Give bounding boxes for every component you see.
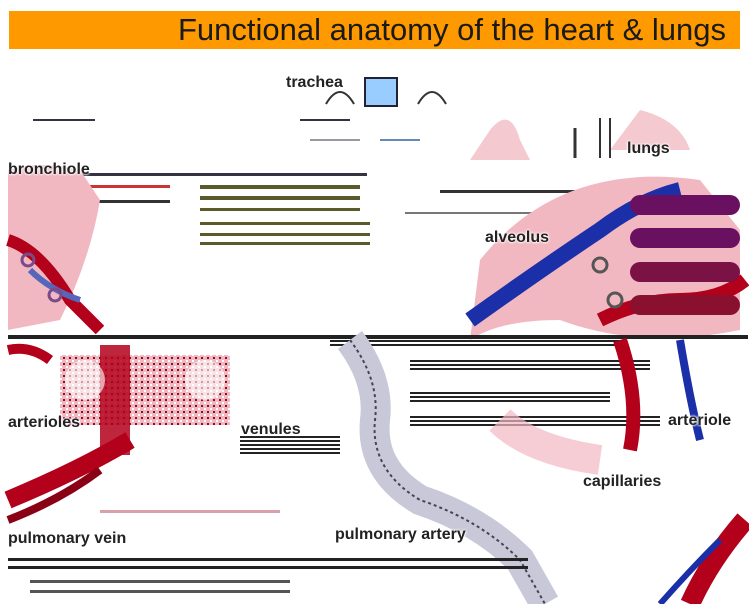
- alveolus-cluster: [470, 177, 745, 340]
- label-lungs: lungs: [627, 140, 670, 158]
- label-arterioles: arterioles: [8, 414, 80, 432]
- label-pulmonary-vein: pulmonary vein: [8, 530, 126, 548]
- label-capillaries: capillaries: [583, 473, 661, 491]
- label-trachea: trachea: [286, 74, 343, 92]
- left-lung-tissue: [8, 165, 100, 330]
- label-pulmonary-artery: pulmonary artery: [335, 526, 466, 544]
- label-arteriole: arteriole: [668, 412, 731, 430]
- label-bronchiole: bronchiole: [8, 161, 90, 179]
- label-alveolus: alveolus: [485, 229, 549, 247]
- label-venules: venules: [241, 421, 301, 439]
- trachea-figure: [33, 78, 690, 160]
